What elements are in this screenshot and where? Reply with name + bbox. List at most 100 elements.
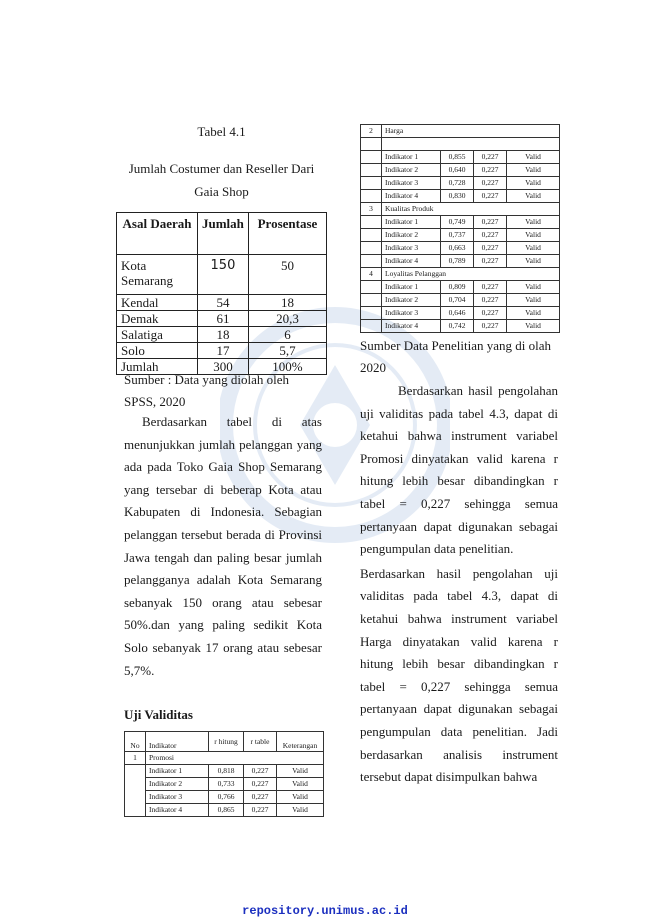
table-cell: 0,818 — [208, 764, 244, 778]
table-cell: 17 — [197, 342, 249, 359]
table-cell: 0,227 — [243, 790, 277, 804]
table-cell: 0,728 — [440, 176, 474, 190]
table-cell: 0,227 — [473, 293, 507, 307]
table-cell: Indikator 4 — [381, 254, 441, 268]
table-cell: 0,855 — [440, 150, 474, 164]
table-cell: Valid — [506, 215, 560, 229]
table-cell: Valid — [506, 163, 560, 177]
group-name: Loyalitas Pelanggan — [381, 267, 560, 281]
group-no: 1 — [124, 751, 146, 765]
table-cell: Valid — [276, 777, 324, 791]
table-cell: 61 — [197, 310, 249, 327]
table-cell: Valid — [276, 790, 324, 804]
table-cell: 0,227 — [473, 189, 507, 203]
header-prosentase: Prosentase — [247, 212, 328, 255]
table-cell: 0,809 — [440, 280, 474, 294]
table-cell: 0,704 — [440, 293, 474, 307]
group-no: 2 — [360, 124, 382, 138]
table-cell: Indikator 2 — [381, 163, 441, 177]
group-no: 4 — [360, 267, 382, 281]
table-cell: Indikator 2 — [381, 228, 441, 242]
table-cell: 0,227 — [473, 241, 507, 255]
table-cell: Indikator 3 — [381, 241, 441, 255]
table-cell: 18 — [197, 326, 249, 343]
table-cell: 0,733 — [208, 777, 244, 791]
table-cell: Valid — [506, 280, 560, 294]
table-cell: Valid — [506, 293, 560, 307]
header-jumlah: Jumlah — [197, 212, 249, 255]
table-cell: Indikator 2 — [145, 777, 209, 791]
table-cell: 0,789 — [440, 254, 474, 268]
table-cell: Jumlah — [116, 358, 198, 375]
table-cell: Indikator 4 — [381, 189, 441, 203]
table-cell: 0,227 — [473, 306, 507, 320]
table-cell: 0,865 — [208, 803, 244, 817]
table-cell: 0,749 — [440, 215, 474, 229]
table-cell: Demak — [116, 310, 198, 327]
spacer-row — [360, 137, 560, 151]
uji-validitas-heading: Uji Validitas — [124, 707, 193, 722]
header-no: No — [124, 731, 146, 752]
table-cell: 50 — [247, 254, 328, 295]
table-cell: Kota Semarang — [116, 254, 198, 295]
paragraph-harga: Berdasarkan hasil pengolahan uji validit… — [360, 565, 558, 785]
left-paragraph: Berdasarkan tabel di atas menunjukkan ju… — [124, 414, 322, 678]
table-cell: 0,646 — [440, 306, 474, 320]
table-cell: Indikator 4 — [145, 803, 209, 817]
table-cell: Valid — [506, 228, 560, 242]
table-cell: 6 — [247, 326, 328, 343]
table-cell: Valid — [506, 189, 560, 203]
table-cell: Valid — [506, 306, 560, 320]
right-table-source: Sumber Data Penelitian yang di olah 2020 — [360, 338, 551, 375]
table-cell: Indikator 1 — [381, 280, 441, 294]
table-cell: 0,227 — [243, 803, 277, 817]
table-cell: 0,227 — [473, 150, 507, 164]
table-cell: 0,227 — [473, 319, 507, 333]
table-cell: Indikator 4 — [381, 319, 441, 333]
table-cell: 5,7 — [247, 342, 328, 359]
table-cell: 0,227 — [243, 777, 277, 791]
table-cell: Valid — [506, 241, 560, 255]
table-cell: Salatiga — [116, 326, 198, 343]
table-title: Tabel 4.1 — [197, 124, 246, 139]
table-cell: 0,737 — [440, 228, 474, 242]
customer-region-table: Asal Daerah Jumlah Prosentase Kota Semar… — [116, 212, 328, 375]
header-r-table: r table — [243, 731, 277, 752]
paragraph-promosi: Berdasarkan hasil pengolahan uji validit… — [360, 383, 558, 557]
table-cell: 0,830 — [440, 189, 474, 203]
table-cell: Valid — [506, 319, 560, 333]
table-cell: Indikator 1 — [145, 764, 209, 778]
table-cell: Valid — [506, 176, 560, 190]
table-cell: Valid — [276, 803, 324, 817]
table-cell: 18 — [247, 294, 328, 311]
table-cell: 0,227 — [473, 254, 507, 268]
table-cell: 0,227 — [473, 163, 507, 177]
table-cell: 0,227 — [473, 176, 507, 190]
header-indikator: Indikator — [145, 731, 209, 752]
table-cell: 0,766 — [208, 790, 244, 804]
table-cell: 0,227 — [473, 280, 507, 294]
table-cell: Valid — [276, 764, 324, 778]
table-cell: 0,663 — [440, 241, 474, 255]
table-source: Sumber : Data yang diolah oleh SPSS, 202… — [124, 372, 289, 409]
right-paragraphs: Berdasarkan hasil pengolahan uji validit… — [360, 380, 558, 789]
table-cell: 0,640 — [440, 163, 474, 177]
table-cell: Indikator 3 — [381, 176, 441, 190]
table-cell: Indikator 3 — [145, 790, 209, 804]
table-cell: 0,227 — [473, 215, 507, 229]
group-no: 3 — [360, 202, 382, 216]
